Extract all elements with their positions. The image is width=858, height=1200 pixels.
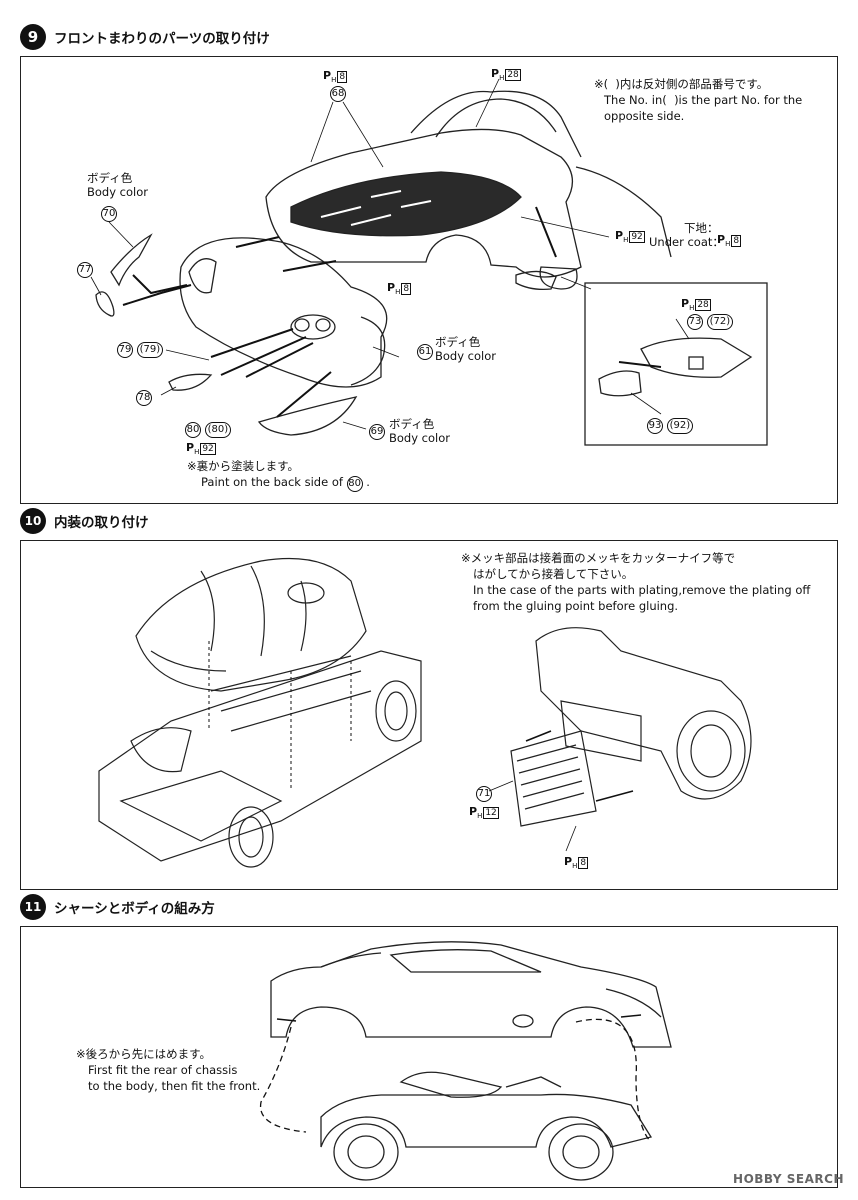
step-11-panel: ※後ろから先にはめます。 First fit the rear of chass… — [20, 926, 838, 1188]
body-color-jp-69: ボディ色 — [389, 417, 435, 431]
under-coat-en: Under coat： — [649, 235, 724, 249]
step-number-10: 10 — [20, 508, 46, 534]
part-80-label: 80 (80) — [185, 421, 232, 438]
plating-note-en-2: from the gluing point before gluing. — [473, 599, 679, 613]
back-paint-note-jp: ※裏から塗装します。 — [187, 459, 299, 473]
interior-diagram — [98, 558, 752, 868]
plating-note-jp-2: はがしてから接着して下さい。 — [473, 567, 634, 581]
step-number-11: 11 — [20, 894, 46, 920]
opposite-side-note-en-2: opposite side. — [604, 109, 685, 123]
part-77-label: 77 — [77, 261, 93, 278]
part-79-label: 79 (79) — [117, 341, 164, 358]
part-68-label: 68 — [330, 85, 346, 102]
step-10-header: 10 内装の取り付け — [20, 508, 149, 534]
part-70-label: 70 — [101, 205, 117, 222]
plating-note-en-1: In the case of the parts with plating,re… — [473, 583, 811, 597]
opposite-side-note-en-1: The No. in( )is the part No. for the — [604, 93, 803, 107]
step-9-title: フロントまわりのパーツの取り付け — [54, 31, 270, 47]
step-11-header: 11 シャーシとボディの組み方 — [20, 894, 215, 920]
part-93-label: 93 (92) — [647, 417, 694, 434]
body-color-jp-70: ボディ色 — [87, 171, 133, 185]
body-color-jp-61: ボディ色 — [435, 335, 481, 349]
step-9-panel: ※( )内は反対側の部品番号です。 The No. in( )is the pa… — [20, 56, 838, 504]
under-coat-jp: 下地： — [684, 221, 719, 235]
opposite-side-note-jp: ※( )内は反対側の部品番号です。 — [594, 77, 769, 91]
step-9-header: 9 フロントまわりのパーツの取り付け — [20, 24, 270, 50]
part-71-label: 71 — [476, 785, 492, 802]
body-color-en-70: Body color — [87, 185, 149, 199]
part-78-label: 78 — [136, 389, 152, 406]
back-paint-note-en: Paint on the back side of 80 . — [201, 475, 370, 492]
chassis-body-diagram — [259, 941, 672, 1181]
assembly-note-jp: ※後ろから先にはめます。 — [76, 1047, 211, 1061]
step-number-9: 9 — [20, 24, 46, 50]
body-color-en-61: Body color — [435, 349, 497, 363]
assembly-note-en-2: to the body, then fit the front. — [88, 1079, 261, 1093]
part-69-label: 69 — [369, 423, 385, 440]
step-10-title: 内装の取り付け — [54, 515, 149, 531]
watermark: HOBBY SEARCH — [733, 1172, 844, 1186]
part-61-label: 61 — [417, 343, 433, 360]
part-73-label: 73 (72) — [687, 313, 734, 330]
body-color-en-69: Body color — [389, 431, 451, 445]
step-11-title: シャーシとボディの組み方 — [54, 901, 215, 917]
plating-note-jp-1: ※メッキ部品は接着面のメッキをカッターナイフ等で — [461, 551, 736, 565]
assembly-note-en-1: First fit the rear of chassis — [88, 1063, 238, 1077]
step-10-panel: ※メッキ部品は接着面のメッキをカッターナイフ等で はがしてから接着して下さい。 … — [20, 540, 838, 890]
